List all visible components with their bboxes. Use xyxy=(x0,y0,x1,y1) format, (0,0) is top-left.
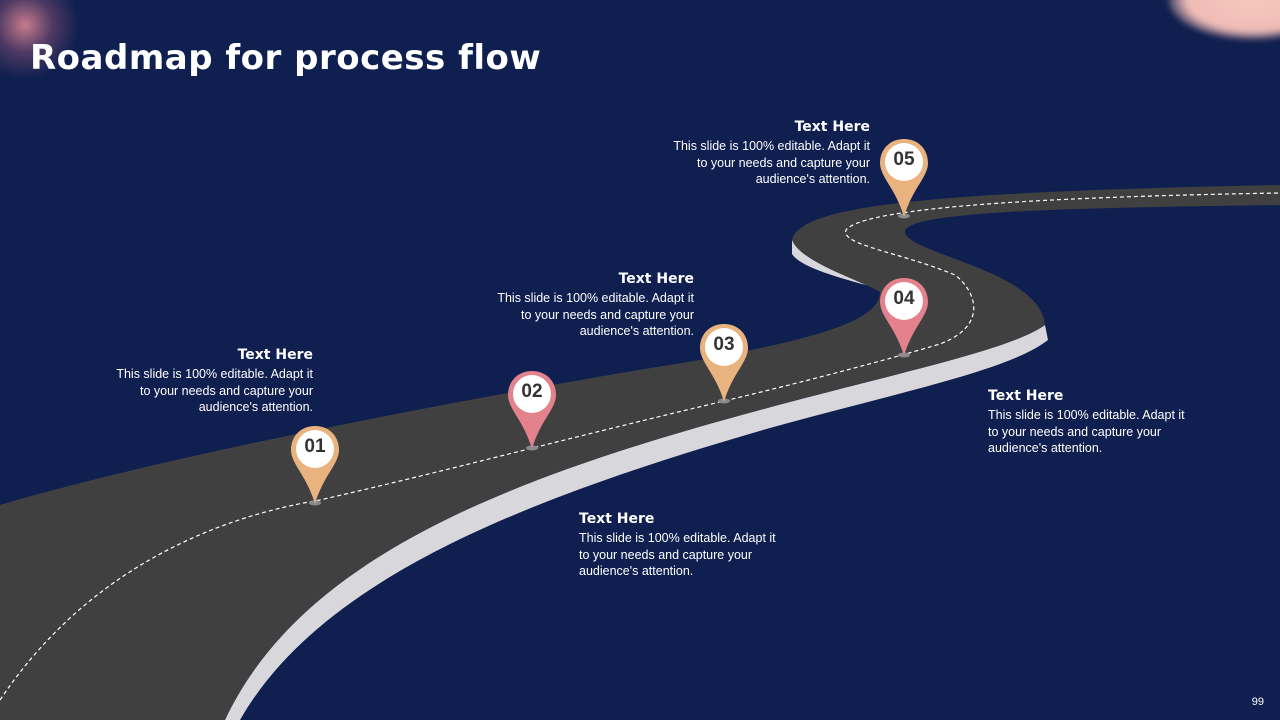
milestone-pin-05: 05 xyxy=(878,137,930,219)
map-pin-icon xyxy=(508,371,556,451)
milestone-heading: Text Here xyxy=(794,119,870,135)
map-pin-icon xyxy=(700,324,748,404)
milestone-number: 05 xyxy=(893,149,915,170)
road-surface xyxy=(0,185,1280,720)
milestone-pin-02: 02 xyxy=(506,369,558,451)
milestone-number: 04 xyxy=(893,288,915,309)
road-center-line xyxy=(0,192,1280,701)
milestone-pin-01: 01 xyxy=(289,424,341,506)
milestone-body: This slide is 100% editable. Adapt it to… xyxy=(673,139,870,186)
milestone-text-02: Text Here This slide is 100% editable. A… xyxy=(579,511,784,580)
milestone-heading: Text Here xyxy=(988,388,1064,404)
slide-title: Roadmap for process flow xyxy=(30,38,542,78)
milestone-pin-03: 03 xyxy=(698,322,750,404)
milestone-body: This slide is 100% editable. Adapt it to… xyxy=(988,408,1185,455)
milestone-heading: Text Here xyxy=(579,511,655,527)
milestone-number: 02 xyxy=(521,381,543,402)
milestone-text-01: Text Here This slide is 100% editable. A… xyxy=(103,347,313,416)
road-curb xyxy=(225,325,1048,720)
milestone-text-05: Text Here This slide is 100% editable. A… xyxy=(660,119,870,188)
milestone-heading: Text Here xyxy=(618,271,694,287)
milestone-body: This slide is 100% editable. Adapt it to… xyxy=(579,531,776,578)
map-pin-icon xyxy=(880,139,928,219)
milestone-pin-04: 04 xyxy=(878,276,930,358)
map-pin-icon xyxy=(291,426,339,506)
milestone-text-04: Text Here This slide is 100% editable. A… xyxy=(988,388,1193,457)
map-pin-icon xyxy=(880,278,928,358)
milestone-number: 01 xyxy=(304,436,326,457)
milestone-body: This slide is 100% editable. Adapt it to… xyxy=(116,367,313,414)
milestone-heading: Text Here xyxy=(237,347,313,363)
milestone-number: 03 xyxy=(713,334,735,355)
page-number: 99 xyxy=(1251,696,1264,708)
milestone-body: This slide is 100% editable. Adapt it to… xyxy=(497,291,694,338)
milestone-text-03: Text Here This slide is 100% editable. A… xyxy=(484,271,694,340)
